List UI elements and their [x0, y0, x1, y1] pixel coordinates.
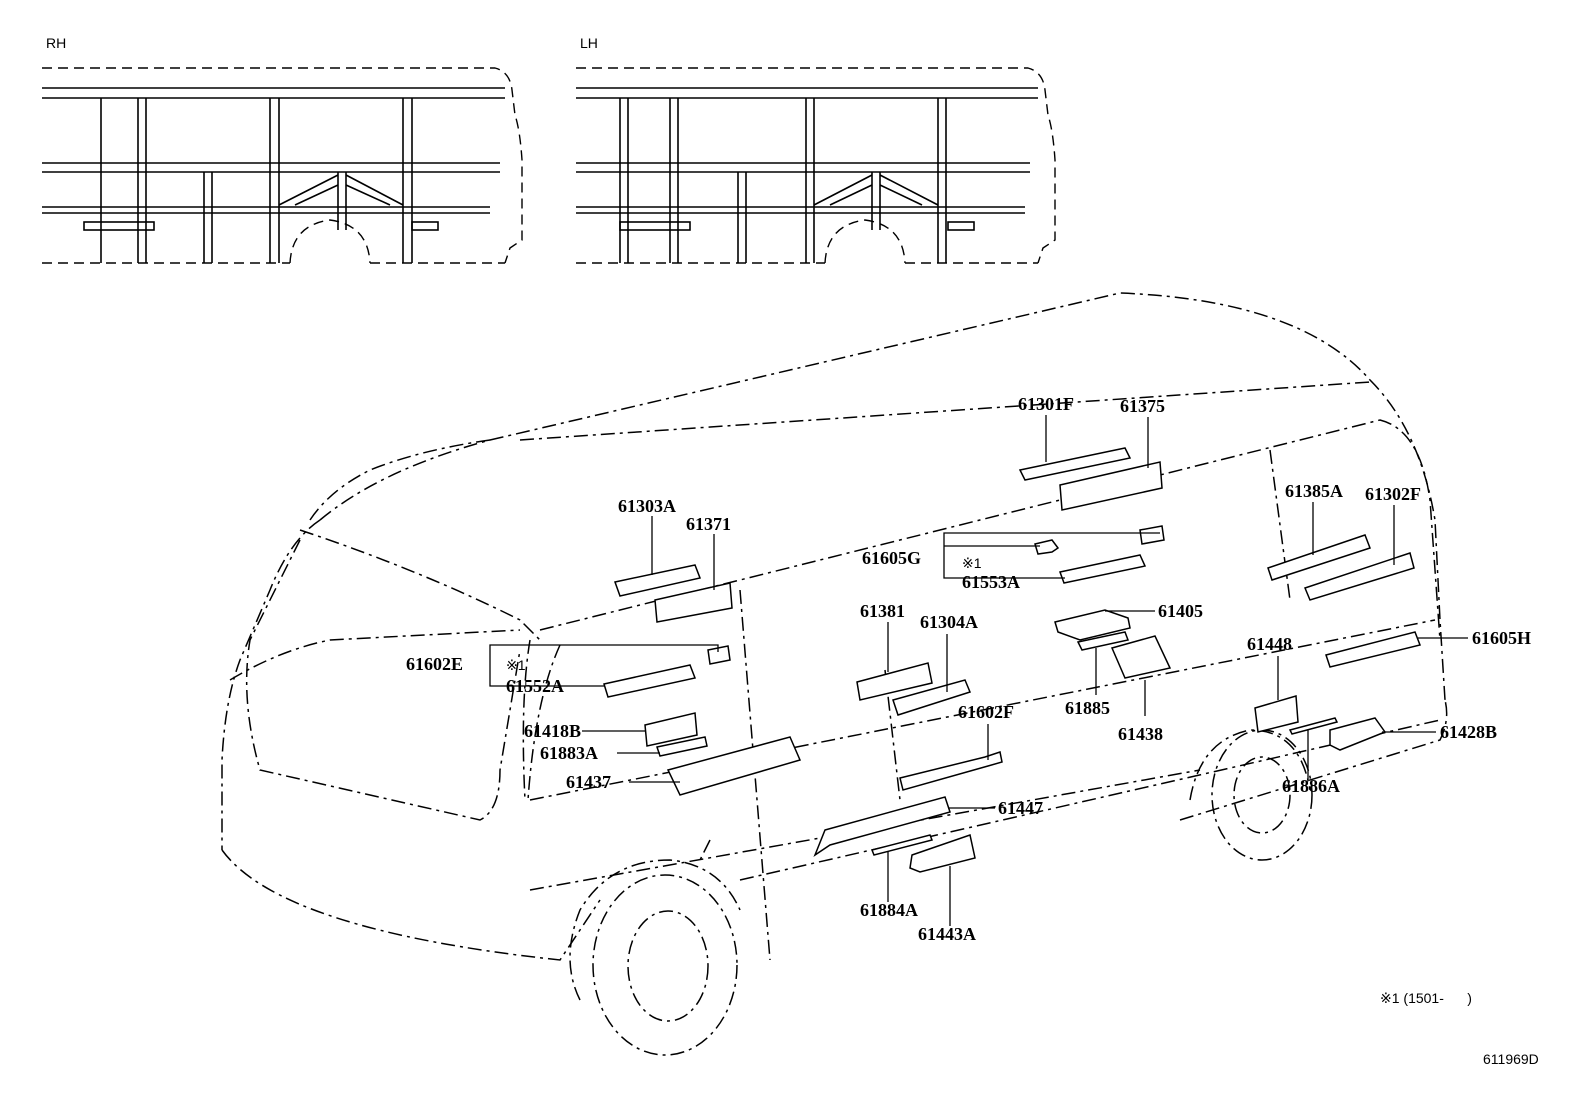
part-61885[interactable]	[1076, 631, 1130, 651]
label-61883a: 61883A	[540, 743, 598, 763]
label-61447: 61447	[998, 798, 1043, 818]
part-61443a[interactable]	[909, 834, 976, 873]
part-61303a[interactable]	[614, 564, 702, 597]
part-61886a[interactable]	[1288, 717, 1339, 735]
label-61552a: 61552A	[506, 676, 564, 696]
label-61884a: 61884A	[860, 900, 918, 920]
figure-id: 611969D	[1483, 1051, 1539, 1067]
label-61428b: 61428B	[1440, 722, 1497, 742]
label-61602e: 61602E	[406, 654, 463, 674]
label-61301f: 61301F	[1018, 394, 1074, 414]
label-61553a: 61553A	[962, 572, 1020, 592]
label-61602f: 61602F	[958, 702, 1014, 722]
part-61553a[interactable]	[1059, 554, 1147, 584]
part-61385a[interactable]	[1267, 534, 1371, 581]
part-61375[interactable]	[1059, 461, 1163, 511]
leader-lines	[489, 415, 1468, 926]
label-61448: 61448	[1247, 634, 1292, 654]
footnote: ※1 (1501- )	[1380, 990, 1472, 1006]
label-61443a: 61443A	[918, 924, 976, 944]
label-61381: 61381	[860, 601, 905, 621]
note-mark-2: ※1	[506, 657, 526, 673]
van-body-outline	[221, 292, 1448, 1056]
part-61301f[interactable]	[1018, 447, 1132, 481]
part-61884a[interactable]	[870, 834, 934, 856]
part-61602f[interactable]	[899, 751, 1003, 791]
part-61602e-bracket[interactable]	[707, 645, 731, 665]
note-mark-1: ※1	[962, 555, 982, 571]
part-labels: 61301F 61375 61385A 61302F 61303A 61371 …	[406, 394, 1531, 944]
part-61381[interactable]	[856, 662, 933, 701]
part-61447[interactable]	[813, 796, 951, 857]
label-61418b: 61418B	[524, 721, 581, 741]
part-61448[interactable]	[1254, 695, 1299, 733]
label-61885: 61885	[1065, 698, 1110, 718]
label-61302f: 61302F	[1365, 484, 1421, 504]
label-61371: 61371	[686, 514, 731, 534]
lh-side-view: LH	[576, 35, 1056, 264]
label-61605g: 61605G	[862, 548, 921, 568]
part-61405[interactable]	[1054, 609, 1131, 641]
label-61438: 61438	[1118, 724, 1163, 744]
rh-view-label: RH	[46, 35, 66, 51]
label-61437: 61437	[566, 772, 611, 792]
label-61304a: 61304A	[920, 612, 978, 632]
label-61886a: 61886A	[1282, 776, 1340, 796]
part-61605g-small[interactable]	[1034, 539, 1060, 555]
part-61428b[interactable]	[1329, 717, 1387, 751]
part-61437[interactable]	[666, 736, 802, 796]
rh-side-view: RH	[42, 35, 523, 264]
part-61304a[interactable]	[892, 679, 972, 716]
part-61605g-bracket[interactable]	[1139, 525, 1165, 545]
part-61371[interactable]	[654, 582, 733, 623]
lh-view-label: LH	[580, 35, 598, 51]
part-61605h[interactable]	[1325, 631, 1422, 668]
part-61438[interactable]	[1110, 635, 1172, 679]
label-61375: 61375	[1120, 396, 1165, 416]
part-61302f[interactable]	[1303, 552, 1415, 601]
part-61418b[interactable]	[644, 712, 698, 747]
label-61405: 61405	[1158, 601, 1203, 621]
label-61303a: 61303A	[618, 496, 676, 516]
label-61605h: 61605H	[1472, 628, 1531, 648]
label-61385a: 61385A	[1285, 481, 1343, 501]
part-61552a[interactable]	[603, 664, 697, 698]
parts	[603, 447, 1422, 873]
